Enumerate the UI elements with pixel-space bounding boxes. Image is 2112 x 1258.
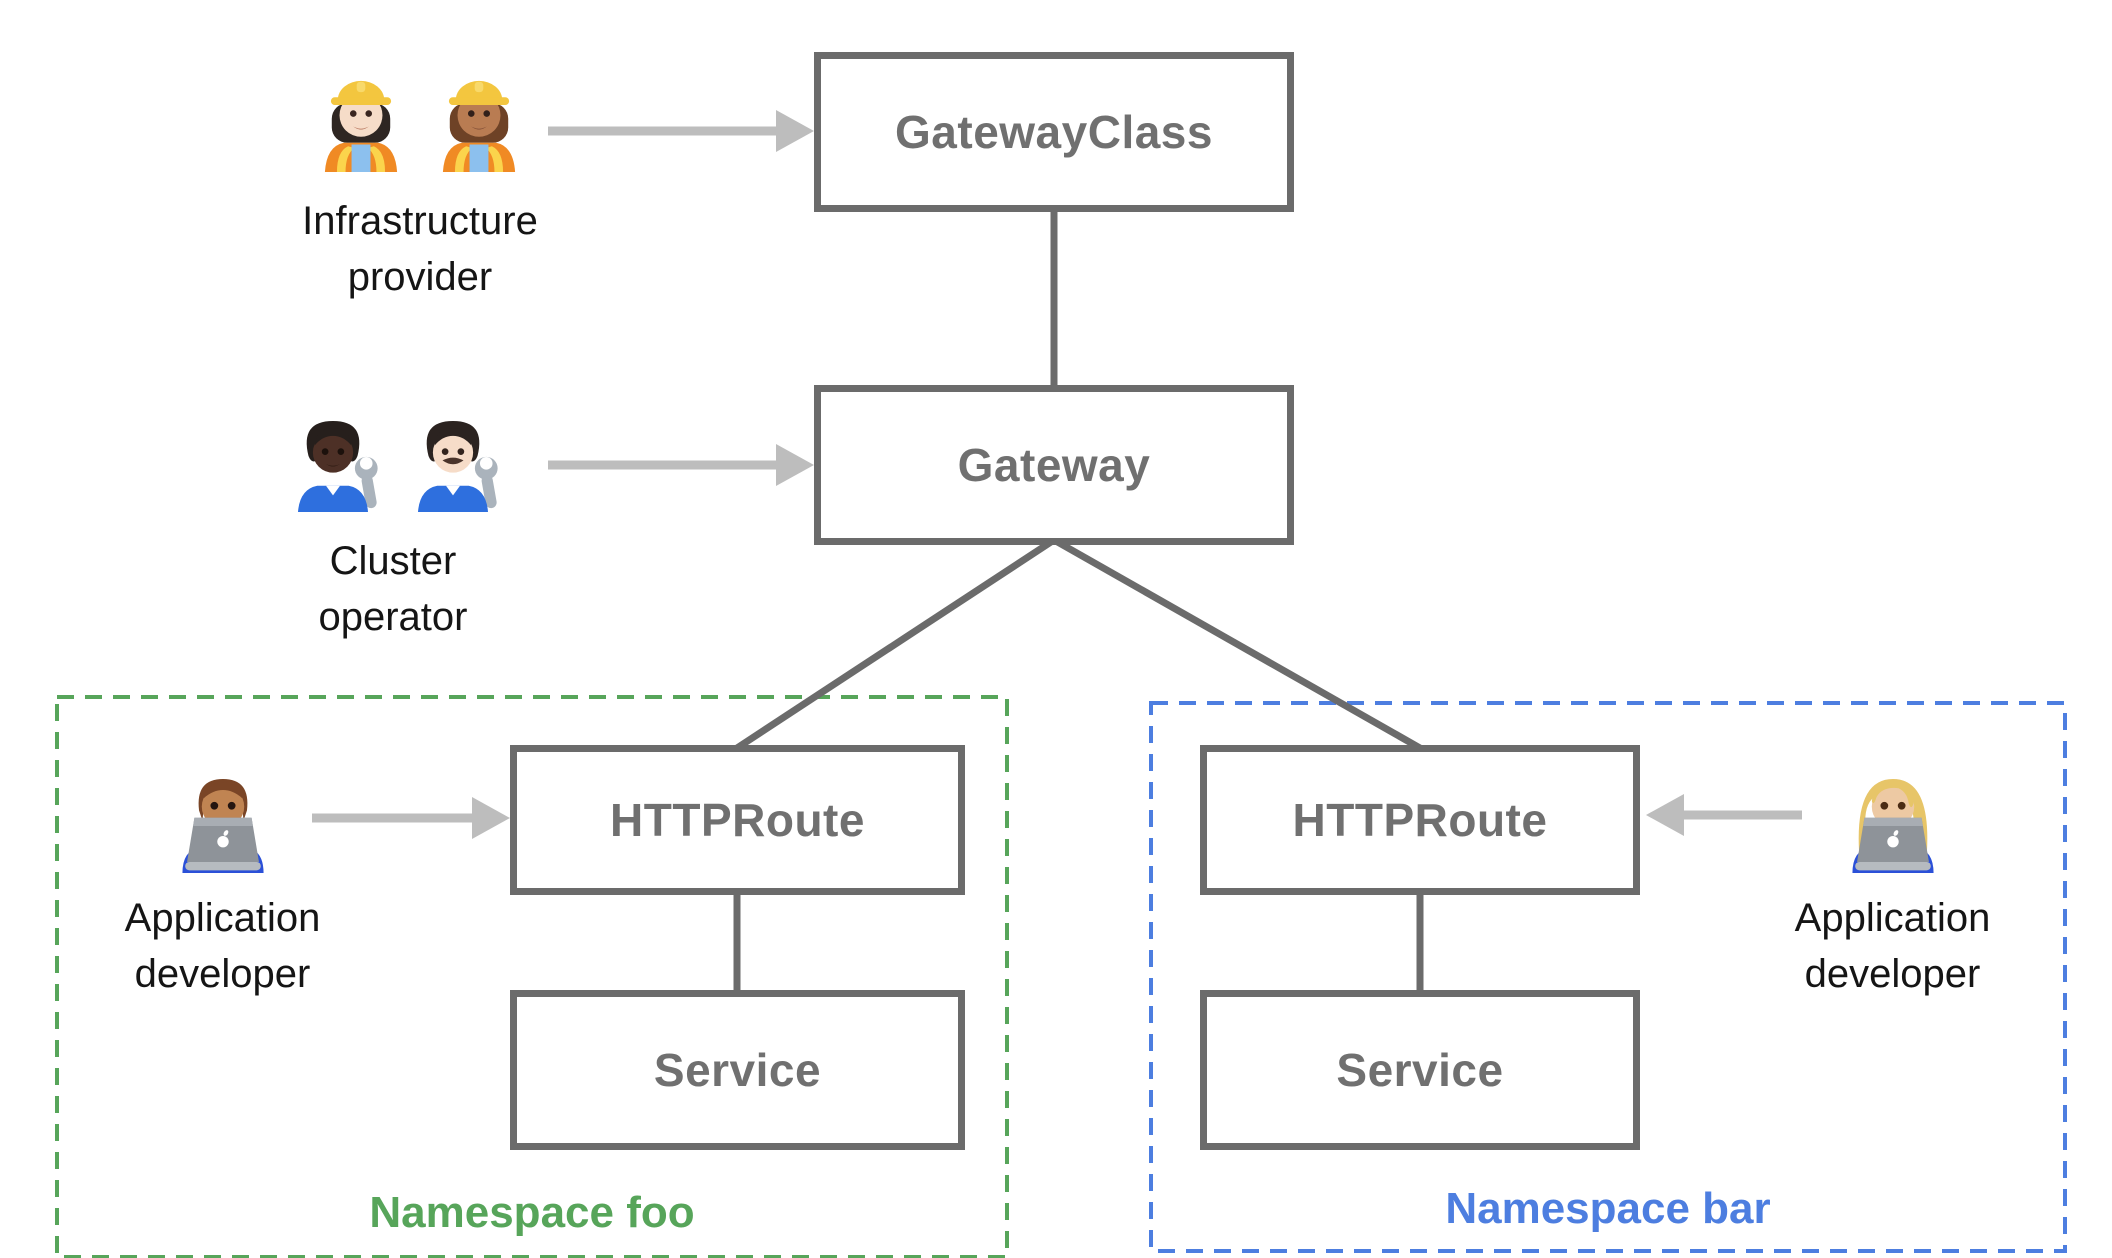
cluster-operator-icons [277,393,509,519]
node-gatewayclass: GatewayClass [814,52,1294,212]
actor-cluster-operator: Cluster operator [268,393,518,645]
node-gateway: Gateway [814,385,1294,545]
infrastructure-provider-icons [306,55,534,179]
app-developer-foo-icons [164,752,282,876]
arrow-infrastructure-provider-to-gatewayclass [548,110,814,152]
actor-app-developer-foo-label: Application developer [124,896,321,996]
node-httproute-foo-label: HTTPRoute [610,794,865,846]
node-service-foo-label: Service [653,1044,822,1096]
woman-construction-worker-medium-icon [442,80,516,172]
node-service-bar: Service [1200,990,1640,1150]
node-httproute-foo: HTTPRoute [510,745,965,895]
arrow-cluster-operator-to-gateway [548,444,814,486]
node-gateway-label: Gateway [957,439,1151,491]
actor-app-developer-bar-label: Application developer [1794,896,1991,996]
actor-infrastructure-provider-label: Infrastructure provider [302,199,538,299]
edge-gateway-httproute-foo [735,537,1056,751]
node-service-bar-label: Service [1336,1044,1504,1096]
man-technologist-icon [181,778,264,873]
namespace-bar-label: Namespace bar [1445,1184,1771,1233]
node-service-foo: Service [510,990,965,1150]
mechanic-light-icon [418,421,498,512]
edge-gateway-httproute-bar [1052,536,1422,752]
woman-technologist-icon [1851,778,1934,873]
actor-app-developer-foo: Application developer [100,752,345,1002]
namespace-foo-label: Namespace foo [369,1188,695,1237]
app-developer-bar-icons [1834,752,1952,876]
actor-cluster-operator-label: Cluster operator [318,539,468,639]
node-httproute-bar-label: HTTPRoute [1292,794,1548,846]
node-httproute-bar: HTTPRoute [1200,745,1640,895]
actor-app-developer-bar: Application developer [1770,752,2015,1002]
woman-construction-worker-light-icon [324,80,398,172]
node-gatewayclass-label: GatewayClass [895,106,1213,158]
actor-infrastructure-provider: Infrastructure provider [295,55,545,305]
mechanic-dark-icon [298,421,378,512]
